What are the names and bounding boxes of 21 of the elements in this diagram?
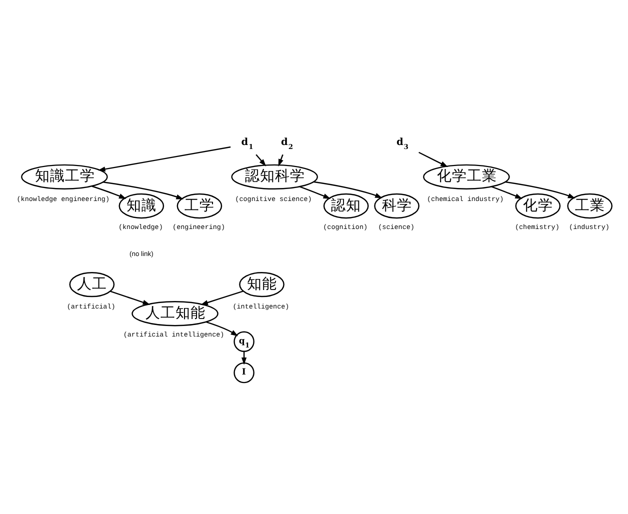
node-circle: q$_{1}$ — [234, 330, 254, 352]
node-text: d$_{3}$ — [396, 136, 408, 151]
node-ellipse: 認知科学 — [231, 164, 318, 189]
node-circle: I — [234, 362, 254, 383]
arrow — [206, 320, 238, 336]
arrow — [92, 185, 126, 198]
node-ellipse: 知能 — [239, 271, 284, 297]
arrow — [256, 154, 266, 166]
node-ellipse: 人工 — [69, 271, 115, 297]
arrow — [491, 186, 522, 198]
node-text: d$_{2}$ — [281, 136, 294, 151]
arrow — [300, 186, 331, 198]
arrow — [103, 181, 184, 199]
arrow — [418, 151, 448, 167]
node-text: d$_{1}$ — [241, 136, 254, 151]
arrow — [505, 180, 576, 198]
arrow — [200, 290, 244, 305]
arrow — [110, 290, 150, 304]
arrow — [314, 180, 382, 198]
node-ellipse: 化学工業 — [423, 164, 510, 189]
arrow — [98, 146, 231, 172]
